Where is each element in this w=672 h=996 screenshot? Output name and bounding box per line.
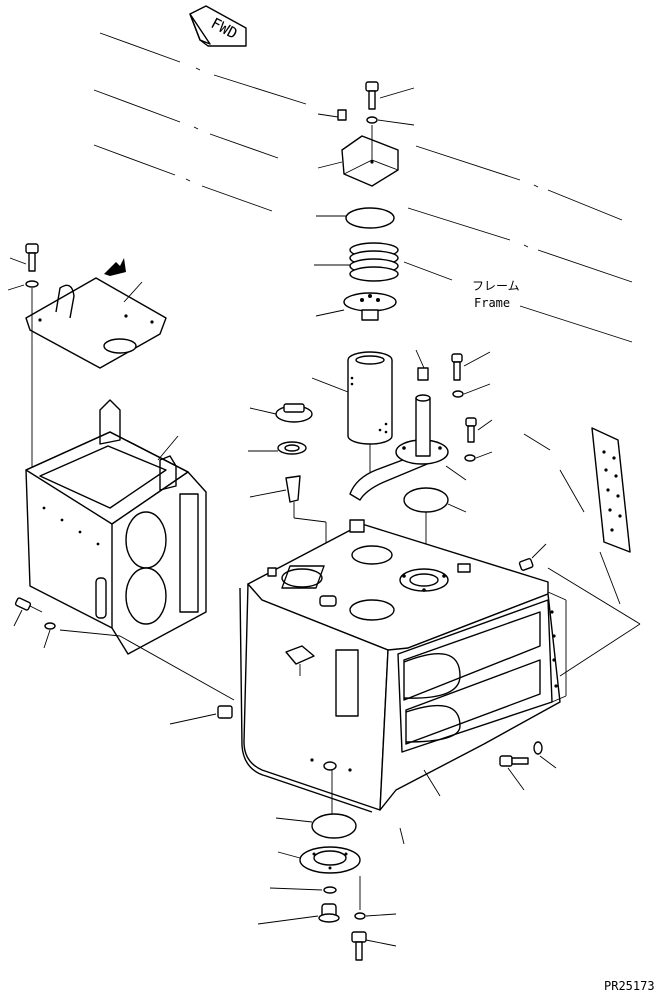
frame-reference-lines	[93, 32, 633, 343]
top-cover-assembly	[311, 81, 415, 480]
drawing-code: PR25173	[604, 979, 655, 993]
frame-label-en: Frame	[474, 296, 510, 310]
frame-label-jp: フレーム	[472, 279, 520, 293]
hydraulic-tank	[239, 519, 567, 813]
fwd-arrow: FWD	[189, 5, 247, 47]
filler-cap-parts	[248, 403, 327, 596]
suction-pipe	[349, 349, 493, 560]
drain-assembly	[257, 741, 557, 961]
side-plate	[523, 427, 641, 677]
left-frame-box	[7, 243, 235, 725]
